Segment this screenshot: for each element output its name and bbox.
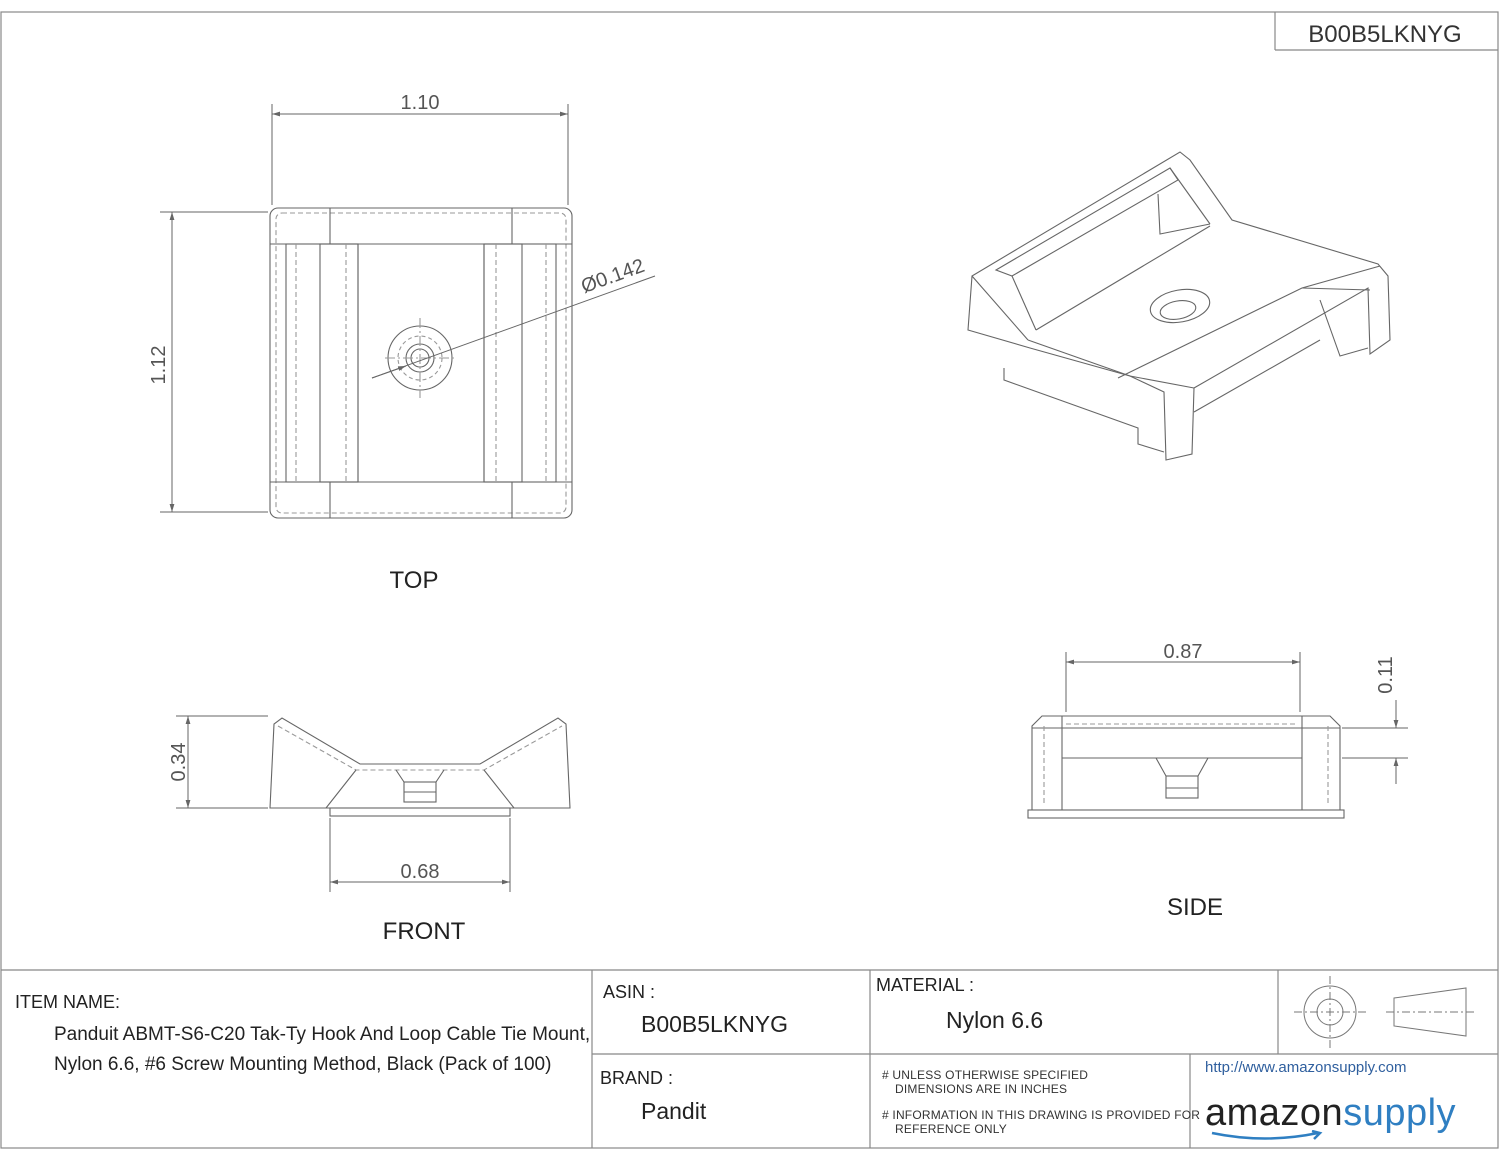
- note-units-line1: # UNLESS OTHERWISE SPECIFIED: [882, 1068, 1089, 1082]
- brand-value: Pandit: [641, 1098, 707, 1124]
- item-name-line1: Panduit ABMT-S6-C20 Tak-Ty Hook And Loop…: [54, 1024, 591, 1045]
- top-width-dim: 1.10: [401, 92, 440, 114]
- asin-value: B00B5LKNYG: [641, 1011, 789, 1037]
- top-view-dimensions: [160, 104, 656, 513]
- front-height-dim: 0.34: [168, 743, 190, 782]
- side-width-dim: 0.87: [1164, 641, 1203, 663]
- top-height-dim: 1.12: [148, 346, 170, 385]
- isometric-view: [967, 151, 1391, 461]
- front-view: [269, 717, 571, 817]
- item-name-line2: Nylon 6.6, #6 Screw Mounting Method, Bla…: [54, 1054, 552, 1075]
- amazonsupply-logo: amazonsupply: [1205, 1092, 1456, 1135]
- note-units: # UNLESS OTHERWISE SPECIFIED DIMENSIONS …: [882, 1068, 1088, 1096]
- item-name-label: ITEM NAME:: [15, 992, 121, 1012]
- note-reference-line1: # INFORMATION IN THIS DRAWING IS PROVIDE…: [882, 1108, 1201, 1122]
- material-value: Nylon 6.6: [946, 1007, 1044, 1033]
- note-reference-line2: REFERENCE ONLY: [895, 1122, 1007, 1136]
- asin-label: ASIN :: [603, 982, 656, 1002]
- side-thickness-dim: 0.11: [1375, 656, 1397, 693]
- note-reference: # INFORMATION IN THIS DRAWING IS PROVIDE…: [882, 1108, 1200, 1136]
- logo-amazon-text: amazon: [1205, 1092, 1344, 1134]
- logo-supply-text: supply: [1343, 1092, 1457, 1134]
- front-base-dim: 0.68: [401, 861, 440, 883]
- note-units-line2: DIMENSIONS ARE IN INCHES: [895, 1082, 1068, 1096]
- drawing-frame: [0, 11, 1499, 1149]
- brand-label: BRAND :: [600, 1068, 674, 1088]
- website-link[interactable]: http://www.amazonsupply.com: [1205, 1059, 1407, 1076]
- projection-symbol-icon: [1294, 976, 1474, 1048]
- front-view-dimensions: [176, 715, 511, 892]
- title-block-frame: [1, 969, 1498, 1148]
- front-view-label: FRONT: [383, 918, 466, 945]
- top-view-label: TOP: [390, 567, 439, 594]
- side-view-label: SIDE: [1167, 894, 1223, 921]
- top-view: [269, 207, 573, 519]
- asin-header: B00B5LKNYG: [1308, 21, 1461, 48]
- logo-smile-icon: [1211, 1130, 1323, 1140]
- material-label: MATERIAL :: [876, 975, 975, 995]
- side-view-dimensions: [1065, 652, 1408, 784]
- side-view: [1027, 715, 1345, 819]
